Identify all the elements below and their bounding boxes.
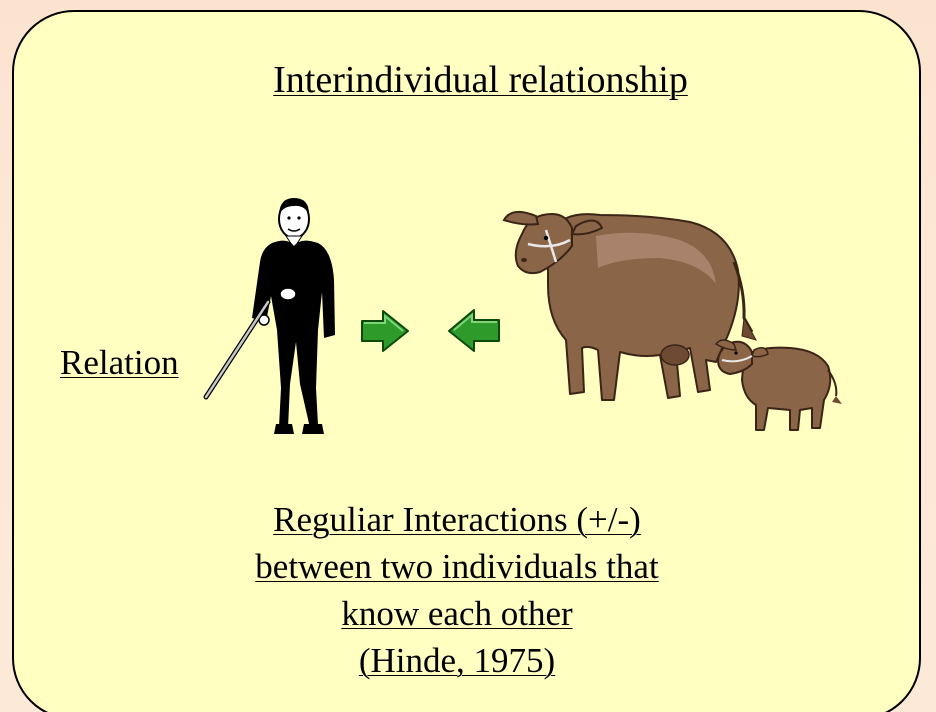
- green-arrow-left-icon: [448, 309, 500, 352]
- man-with-cane-icon: [203, 198, 335, 434]
- slide-title: Interindividual relationship: [273, 59, 688, 101]
- definition-line-1: Reguliar Interactions (+/-): [273, 500, 641, 539]
- definition-text: Reguliar Interactions (+/-) between two …: [0, 496, 914, 684]
- green-arrow-right-icon: [361, 310, 409, 352]
- definition-line-2: between two individuals that: [255, 547, 659, 586]
- calf-icon: [714, 339, 842, 431]
- cow-icon: [502, 210, 758, 401]
- definition-line-3: know each other: [341, 594, 573, 633]
- relation-label: Relation: [60, 343, 179, 382]
- definition-line-4: (Hinde, 1975): [358, 641, 556, 680]
